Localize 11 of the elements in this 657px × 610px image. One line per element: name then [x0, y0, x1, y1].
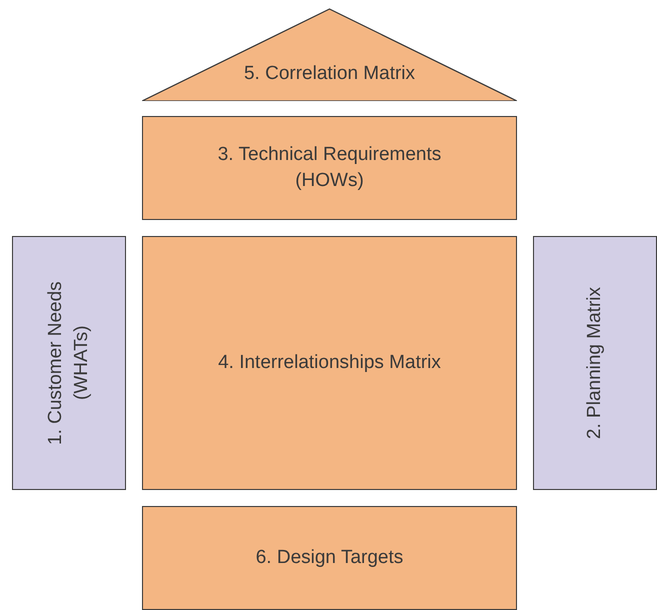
targets-panel	[142, 506, 517, 610]
needs-panel	[12, 236, 126, 490]
section-label: 3. Technical Requirements (HOWs)	[216, 143, 442, 193]
matrix-panel	[142, 236, 517, 490]
section-label: 1. Customer Needs (WHATs)	[44, 280, 93, 447]
section-label: 5. Correlation Matrix	[244, 62, 416, 86]
section-label: 4. Interrelationships Matrix	[218, 351, 441, 375]
section-label: 6. Design Targets	[256, 546, 404, 570]
requirements-panel	[142, 116, 517, 220]
planning-panel	[533, 236, 657, 490]
section-label: 2. Planning Matrix	[583, 286, 606, 440]
